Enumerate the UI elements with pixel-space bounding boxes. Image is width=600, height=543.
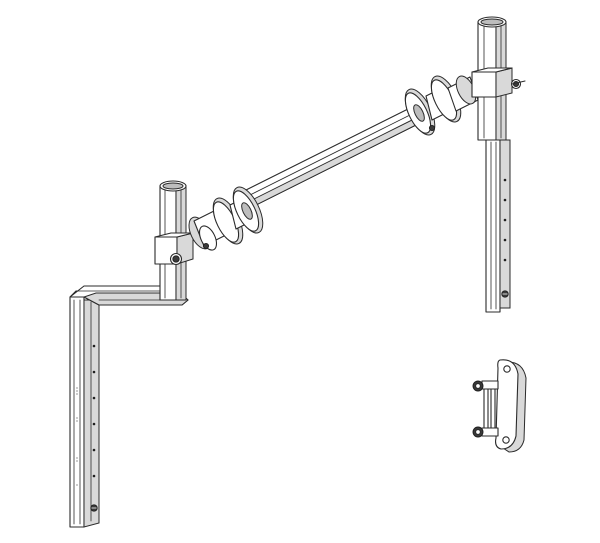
- right-crossbar-hub: [447, 75, 479, 112]
- left-rail-holes: [92, 344, 96, 478]
- left-rail-scale-marks: [76, 387, 78, 486]
- left-rail-screw: [90, 504, 98, 512]
- right-rail-holes: [503, 178, 507, 262]
- right-vertical-rail: [485, 139, 511, 313]
- mounting-bracket: [472, 359, 527, 453]
- right-flange-pair: [404, 75, 462, 136]
- horizontal-crossbar: [245, 105, 423, 207]
- right-post-clamp: [471, 67, 526, 98]
- bracket-upper-bolt: [472, 380, 499, 392]
- left-vertical-rail: [69, 290, 100, 528]
- left-flange-pair: [212, 186, 264, 245]
- right-clamp-knob: [510, 78, 526, 90]
- bracket-lower-bolt: [472, 426, 499, 438]
- left-clamp-knob: [169, 252, 183, 266]
- left-post-clamp: [154, 232, 194, 266]
- right-rail-screw: [501, 290, 509, 298]
- bracket-spacer-rods: [483, 388, 496, 429]
